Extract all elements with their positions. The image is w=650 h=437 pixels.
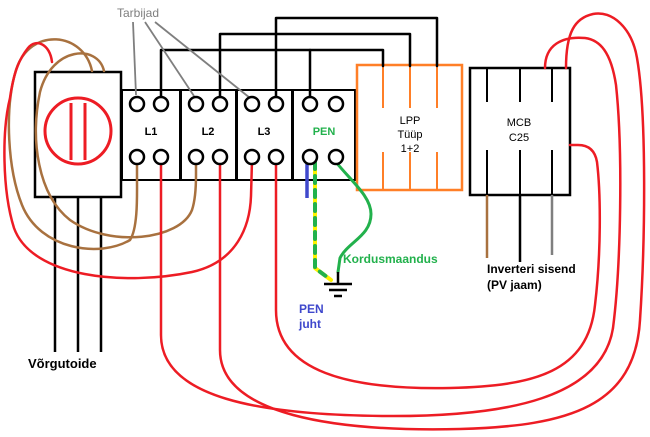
label-inverter-line1: Inverteri sisend: [487, 262, 576, 276]
mcb-poles: [486, 68, 553, 195]
tarbijad-pointers: [132, 21, 251, 99]
wire-red-left-loop: [3, 42, 254, 280]
pointer-tarbijad-l2: [144, 21, 195, 97]
wire-green-kordusmaandus: [334, 160, 373, 274]
terminal-circle-l2-top-1: [187, 95, 205, 113]
terminal-label-l3: L3: [258, 126, 271, 138]
lpp-dividers: [382, 65, 438, 190]
terminal-circle-pen-bottom-2: [327, 148, 345, 166]
label-vorgutoide: Võrgutoide: [28, 356, 97, 371]
label-tarbijad: Tarbijad: [117, 6, 159, 20]
main-switch-circle: [43, 96, 113, 166]
main-switch-box: [33, 70, 123, 199]
wire-red-l3-to-mcb: [274, 143, 602, 390]
label-pen-juht-line2: juht: [298, 317, 321, 331]
wire-red-l2-to-mcb: [218, 12, 646, 431]
terminal-label-pen: PEN: [313, 126, 336, 138]
terminal-circle-l3-top-1: [243, 95, 261, 113]
terminal-circle-l2-bottom-1: [187, 148, 205, 166]
pointer-tarbijad-l1: [132, 21, 137, 96]
lpp-label-line3: 1+2: [401, 143, 420, 155]
pointer-tarbijad-l3: [154, 21, 251, 99]
terminal-circle-pen-top-1: [301, 95, 319, 113]
label-inverter-line2: (PV jaam): [487, 278, 542, 292]
mcb-label-line1: MCB: [507, 117, 531, 129]
supply-wires: [53, 197, 103, 352]
wire-brown-to-l2: [34, 52, 198, 239]
mcb-label-line2: C25: [509, 132, 529, 144]
terminal-circle-pen-bottom-1: [301, 148, 319, 166]
wire-black-l1-to-lpp: [159, 48, 385, 106]
terminal-label-l2: L2: [202, 126, 215, 138]
terminal-circle-l3-bottom-1: [243, 148, 261, 166]
wire-black-l2-to-lpp: [218, 32, 412, 106]
brown-wires: [7, 38, 198, 251]
terminal-label-l1: L1: [145, 126, 158, 138]
ground-symbol: [324, 272, 352, 298]
wire-earth-green-dash: [313, 160, 333, 282]
label-kordusmaandus: Kordusmaandus: [343, 252, 438, 266]
terminal-circle-l2-top-2: [211, 95, 229, 113]
terminal-circle-l1-top-1: [128, 95, 146, 113]
terminal-circle-l2-bottom-2: [211, 148, 229, 166]
terminal-circle-l3-bottom-2: [267, 148, 285, 166]
terminal-circle-l3-top-2: [267, 95, 285, 113]
wire-brown-to-l1: [7, 38, 139, 251]
label-pen-juht-line1: PEN: [299, 302, 324, 316]
red-wires: [3, 12, 646, 431]
terminal-circle-pen-top-2: [327, 95, 345, 113]
lpp-label-line2: Tüüp: [397, 129, 422, 141]
terminal-circle-l1-top-2: [152, 95, 170, 113]
lpp-label-line1: LPP: [400, 115, 421, 127]
wire-black-l3-to-lpp: [274, 16, 439, 106]
phase-wires-to-lpp: [159, 16, 439, 106]
terminal-circle-l1-bottom-1: [128, 148, 146, 166]
terminal-circle-l1-bottom-2: [152, 148, 170, 166]
terminal-circles: [128, 95, 345, 166]
